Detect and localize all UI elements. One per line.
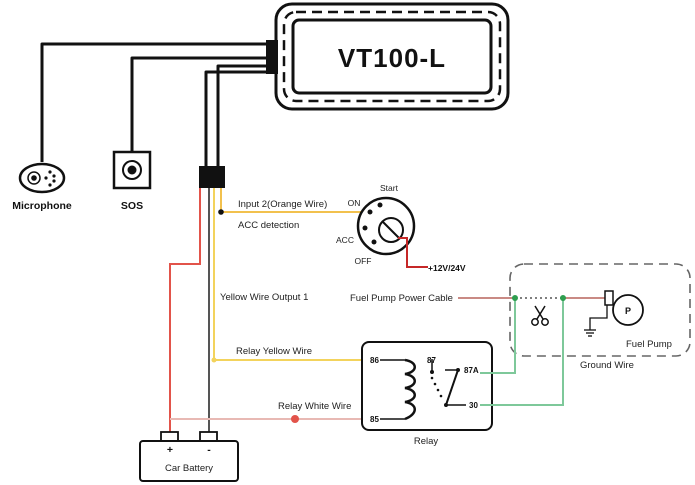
battery-plus-label: + [167,444,173,456]
ignition-on-label: ON [348,198,361,208]
fuel-pump-icon [584,290,644,337]
ignition-off-label: OFF [355,256,372,266]
car-battery-icon [139,431,239,482]
ignition-acc-label: ACC [336,235,354,245]
wire-connector [199,166,225,188]
relay-icon [361,341,493,431]
acc-detection-label: ACC detection [238,220,299,231]
battery-minus-label: - [207,444,211,456]
scissors-icon [531,305,549,326]
input-2-label: Input 2(Orange Wire) [238,199,327,210]
relay-label: Relay [414,436,439,447]
relay-white-label: Relay White Wire [278,401,351,412]
fuel-pump-label: Fuel Pump [626,339,672,350]
microphone-label: Microphone [12,200,72,212]
device-title: VT100-L [338,43,446,73]
relay-30-wire [480,298,564,406]
battery-label: Car Battery [165,463,213,474]
supply-wire [398,237,428,268]
relay-pin-30: 30 [469,401,478,410]
microphone-icon [18,162,66,194]
ignition-switch-icon [356,196,416,256]
fuel-pump-power-label: Fuel Pump Power Cable [350,293,453,304]
sos-button-icon [112,150,152,190]
relay-yellow-label: Relay Yellow Wire [236,346,312,357]
fuel-pump-area [509,263,691,357]
relay-pin-86: 86 [370,356,379,365]
relay-yellow-wire [213,188,372,361]
device-cables [40,42,266,166]
vt100-device: VT100-L [266,2,510,111]
sos-label: SOS [121,200,143,212]
fuse-icon [291,415,299,423]
ignition-start-label: Start [380,183,399,193]
battery-positive-wire [169,188,201,432]
ground-wire-label: Ground Wire [580,360,634,371]
relay-87a-wire [480,298,516,374]
relay-pin-87a: 87A [464,366,479,375]
relay-pin-85: 85 [370,415,379,424]
supply-label: +12V/24V [428,263,466,273]
fuel-pump-symbol: P [625,306,631,316]
relay-pin-87: 87 [427,356,436,365]
yellow-output-label: Yellow Wire Output 1 [220,292,308,303]
